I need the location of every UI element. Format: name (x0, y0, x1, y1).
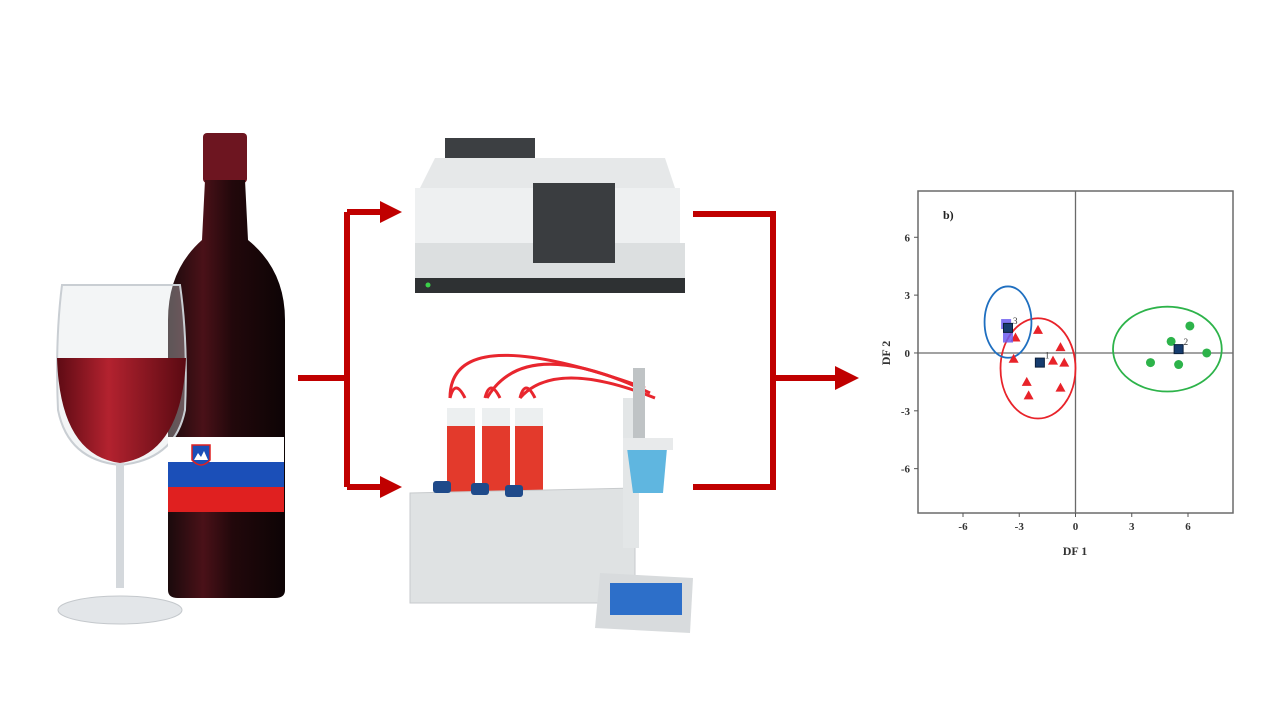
group-3-point (1003, 332, 1013, 343)
y-tick-label: 3 (905, 290, 911, 302)
x-tick-label: -3 (1015, 521, 1025, 533)
wine-glass (56, 284, 187, 625)
group-1-point (1033, 324, 1043, 334)
arrow-head-top (380, 201, 402, 223)
group-2-point (1185, 321, 1195, 331)
y-tick-label: -3 (901, 406, 911, 418)
x-axis-label: DF 1 (1063, 544, 1088, 558)
slovenian-flag-label (168, 437, 284, 512)
group-2-point (1146, 358, 1155, 368)
group-1-point (1055, 342, 1066, 352)
group-2-centroid-label: 2 (1184, 337, 1189, 347)
group-2-centroid (1173, 344, 1184, 355)
arrow-split-line (298, 209, 385, 490)
group-1-point (1008, 353, 1019, 363)
arrow-head-bottom (380, 476, 402, 498)
group-1-ellipse (999, 317, 1077, 420)
y-tick-label: 6 (905, 232, 911, 244)
spectrophotometer-illustration (415, 138, 685, 293)
group-3-centroid (1003, 322, 1013, 333)
group-1-point (1048, 355, 1058, 365)
group-3-centroid-label: 3 (1013, 316, 1018, 326)
x-tick-label: 0 (1073, 521, 1079, 533)
group-1-point (1021, 376, 1032, 386)
panel-label: b) (943, 208, 954, 222)
x-tick-label: 3 (1129, 521, 1135, 533)
group-1-point (1055, 382, 1066, 392)
group-2-ellipse (1112, 305, 1223, 393)
arrow-head-result (835, 366, 859, 390)
reagent-bottles (447, 408, 543, 493)
group-1-point (1023, 390, 1034, 400)
y-axis-label: DF 2 (879, 341, 893, 366)
group-1-centroid (1034, 357, 1045, 368)
group-2-point (1174, 360, 1184, 370)
group-1-centroid-label: 1 (1045, 351, 1050, 361)
y-tick-label: -6 (901, 464, 911, 476)
y-tick-label: 0 (905, 348, 911, 360)
titrator-illustration (409, 353, 693, 633)
group-3-ellipse (983, 285, 1033, 359)
x-tick-label: 6 (1185, 521, 1191, 533)
group-2-point (1202, 348, 1212, 358)
discriminant-plot: -6 -3 0 3 6 6 3 0 -3 -6 1 2 3 b) DF 1 DF 2 (879, 190, 1234, 558)
group-2-point (1166, 336, 1176, 346)
wine-illustration (56, 133, 285, 625)
x-tick-label: -6 (958, 521, 968, 533)
arrow-merge-line (693, 211, 838, 490)
power-led-icon (425, 282, 431, 288)
group-1-point (1059, 357, 1070, 367)
